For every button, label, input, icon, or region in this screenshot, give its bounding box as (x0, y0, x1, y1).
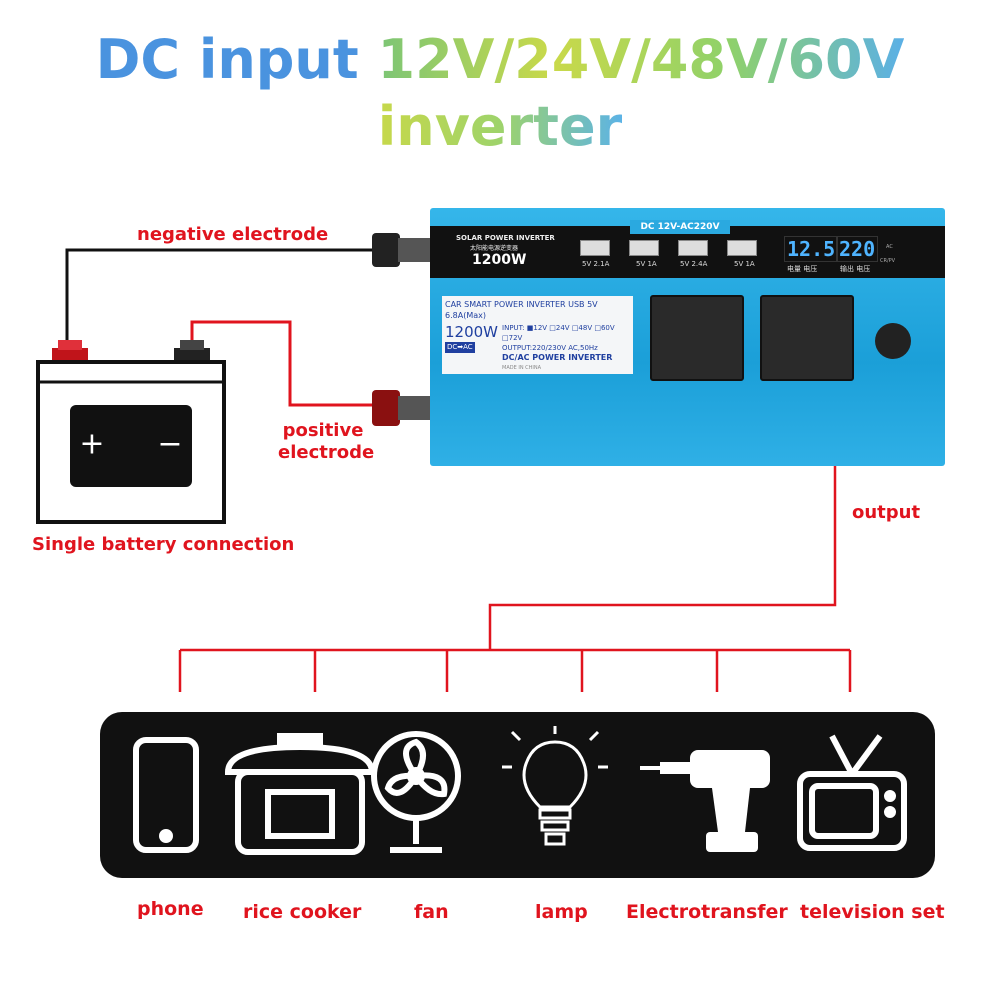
output-wire (488, 365, 837, 650)
negative-wire (65, 248, 372, 356)
television-icon (797, 734, 907, 851)
title-dc-input: DC input (95, 28, 359, 91)
svg-text:−: − (157, 427, 182, 462)
title-line-1: DC input 12V/24V/48V/60V (0, 28, 1000, 91)
lamp-icon (502, 726, 608, 846)
device-label-lamp: lamp (535, 901, 588, 923)
output-label: output (852, 502, 921, 523)
input-voltage-display: 12.5 (784, 236, 839, 262)
title-inverter: inverter (377, 95, 623, 158)
negative-electrode-label: negative electrode (137, 224, 329, 245)
usb-port-1[interactable] (580, 240, 610, 256)
phone-icon (133, 737, 199, 853)
device-label-rice-cooker: rice cooker (243, 901, 362, 923)
battery-icon: + − (36, 340, 226, 524)
usb-port-3[interactable] (678, 240, 708, 256)
battery-connection-label: Single battery connection (32, 534, 295, 555)
positive-wire (190, 320, 380, 407)
title-line-2: inverter (0, 95, 1000, 158)
inverter-sticker: CAR SMART POWER INVERTER USB 5V 6.8A(Max… (442, 296, 633, 374)
inverter-header: DC 12V-AC220V (630, 220, 730, 234)
positive-terminal (372, 390, 432, 426)
fan-icon (371, 731, 461, 853)
ac-socket-1[interactable] (650, 295, 744, 381)
inverter-top-panel: DC 12V-AC220V SOLAR POWER INVERTER 太阳能电源… (430, 220, 945, 278)
device-icons (133, 726, 907, 855)
device-label-fan: fan (414, 901, 449, 923)
ac-socket-2[interactable] (760, 295, 854, 381)
output-branches (178, 648, 852, 692)
usb-port-2[interactable] (629, 240, 659, 256)
power-switch[interactable] (875, 323, 911, 359)
svg-text:+: + (79, 427, 104, 462)
title-voltages: 12V/24V/48V/60V (377, 28, 905, 91)
usb-port-4[interactable] (727, 240, 757, 256)
devices-panel (100, 712, 935, 878)
output-voltage-display: 220 (836, 236, 879, 262)
device-label-television: television set (800, 901, 945, 923)
inverter: DC 12V-AC220V SOLAR POWER INVERTER 太阳能电源… (430, 208, 945, 466)
device-label-phone: phone (137, 898, 204, 920)
negative-terminal (372, 233, 432, 267)
drill-icon (640, 750, 770, 852)
device-label-electrotransfer: Electrotransfer (626, 901, 788, 923)
rice-cooker-icon (224, 733, 376, 855)
